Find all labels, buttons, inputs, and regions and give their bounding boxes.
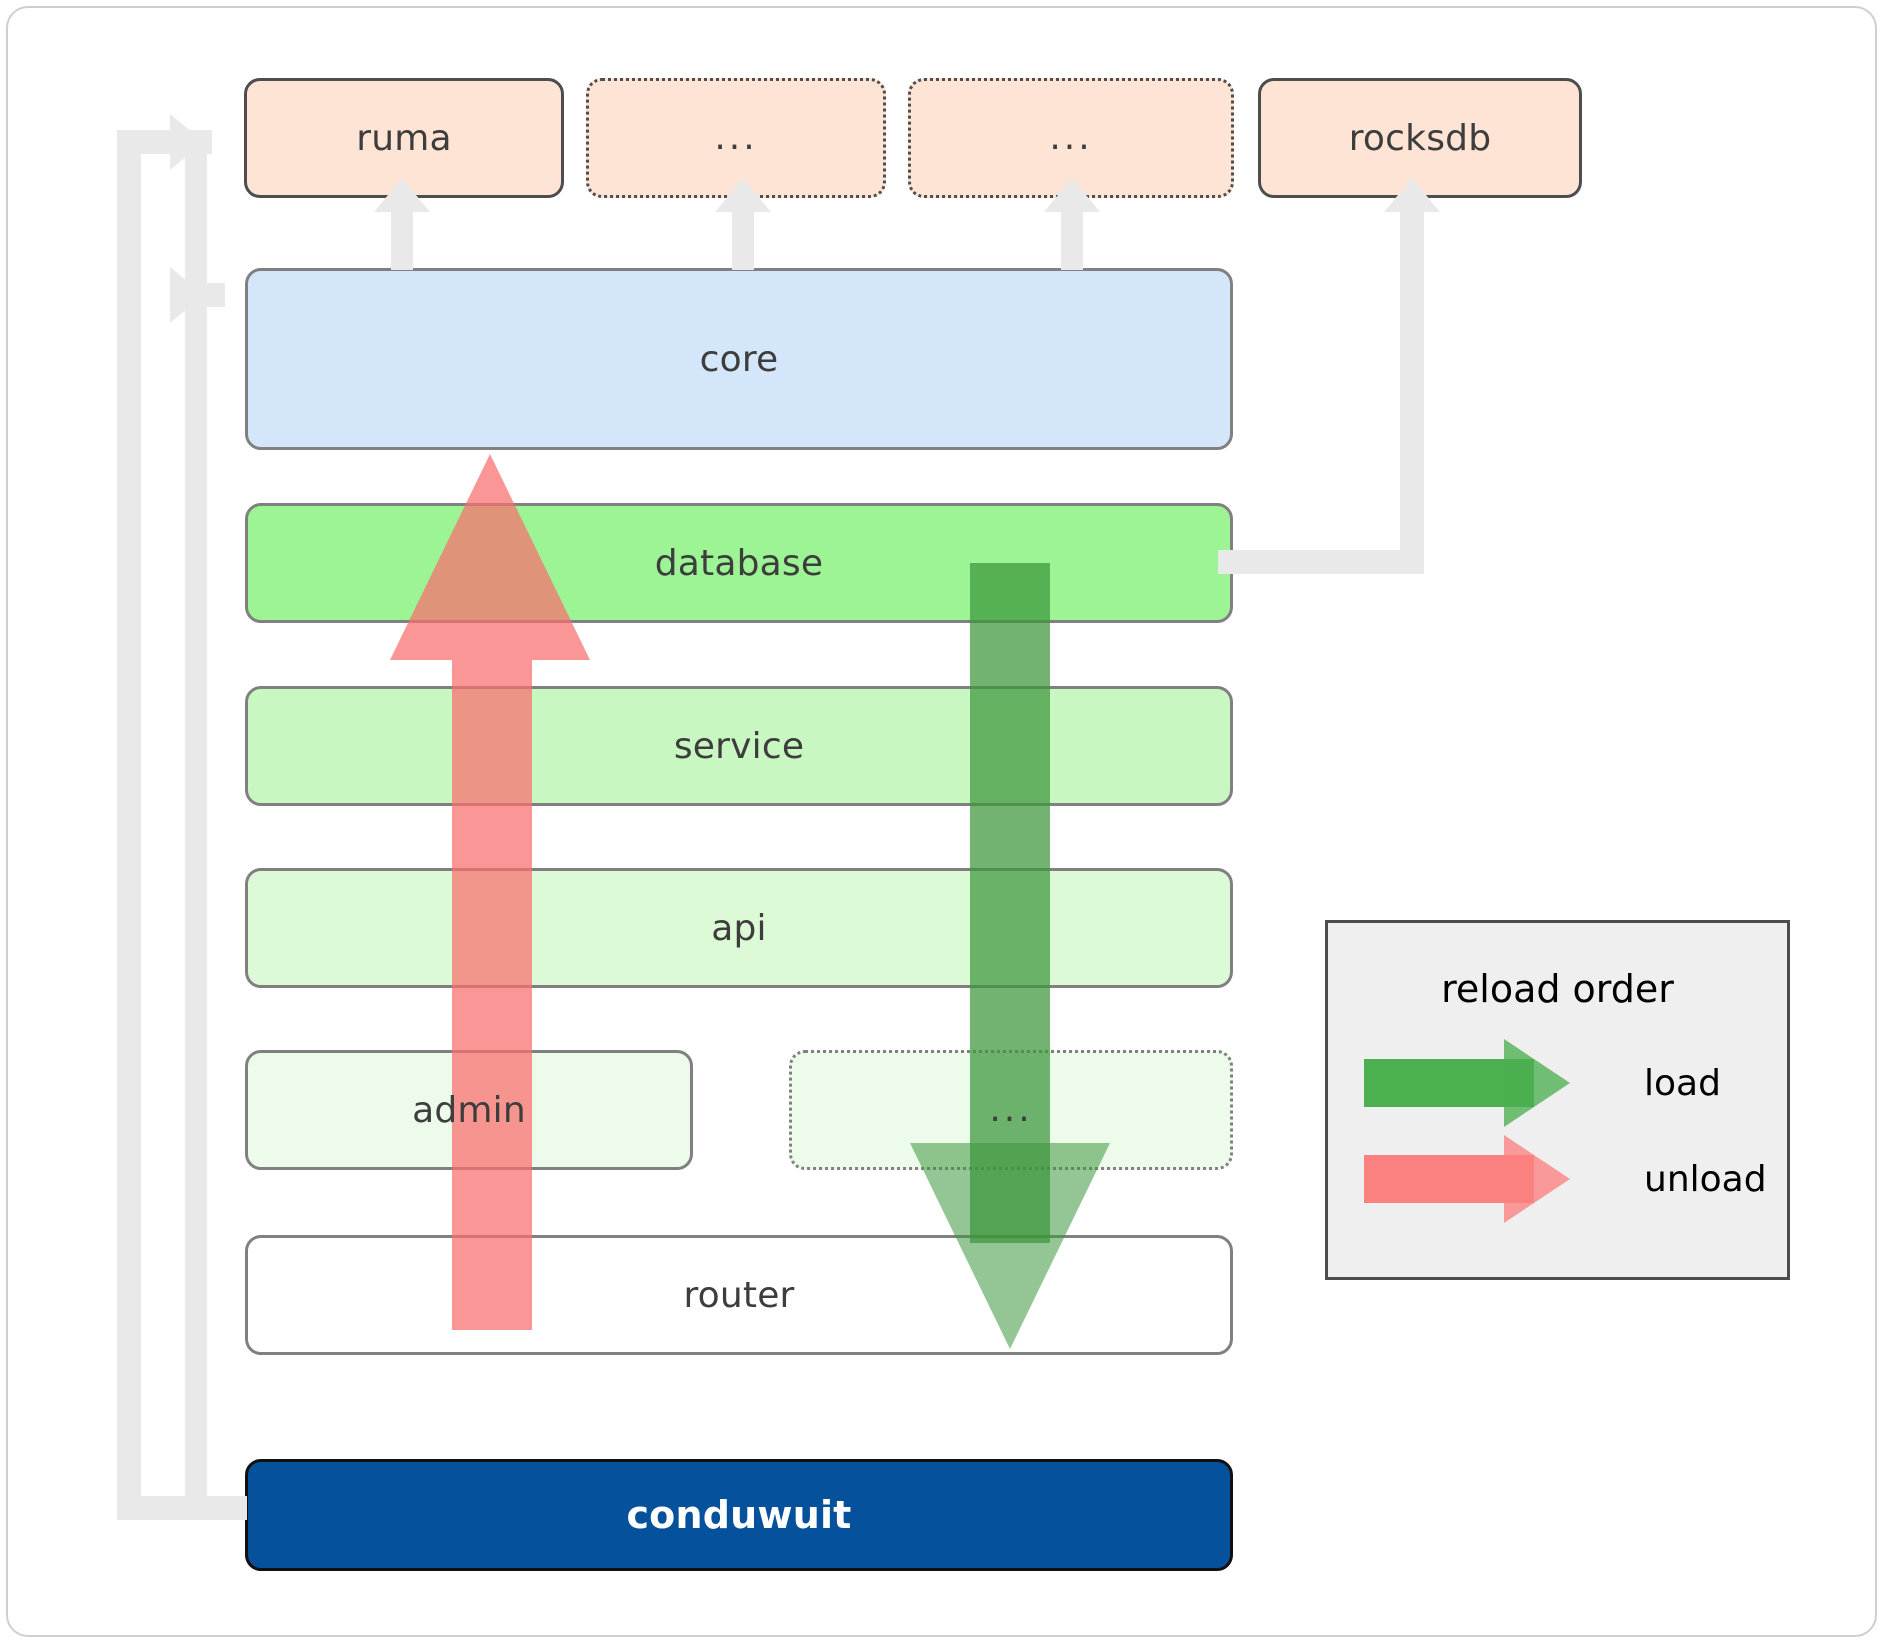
binary-label-conduwuit: conduwuit — [626, 1493, 852, 1537]
legend-swatch-unload — [1364, 1135, 1570, 1223]
connector-to-core-arrowhead — [170, 267, 204, 323]
dependency-label-ruma: ruma — [356, 117, 452, 159]
flow-load-arrowhead — [910, 1143, 1110, 1349]
legend-label-unload: unload — [1644, 1158, 1767, 1200]
connector-core-to-ruma-shaft — [391, 200, 413, 270]
legend-item-unload: unload — [1364, 1135, 1767, 1223]
flow-arrow-load — [900, 563, 1110, 1353]
binary-box-conduwuit[interactable]: conduwuit — [245, 1459, 1233, 1571]
legend-panel: reload order load unload — [1325, 920, 1790, 1280]
legend-title: reload order — [1441, 967, 1674, 1011]
legend-label-load: load — [1644, 1062, 1721, 1104]
legend-item-load: load — [1364, 1039, 1721, 1127]
layer-box-core[interactable]: core — [245, 268, 1233, 450]
layer-label-core: core — [699, 338, 779, 380]
connector-core-to-ruma-arrowhead — [374, 178, 430, 212]
layer-box-api[interactable]: api — [245, 868, 1233, 988]
dependency-label-more-1: ... — [714, 117, 758, 159]
legend-arrowhead-load — [1504, 1039, 1570, 1127]
dependency-label-more-2: ... — [1049, 117, 1093, 159]
layer-label-router: router — [683, 1274, 795, 1316]
connector-database-to-rocksdb-arrowhead — [1384, 178, 1440, 212]
legend-arrowhead-unload — [1504, 1135, 1570, 1223]
flow-unload-shaft — [452, 660, 532, 1330]
layer-label-service: service — [673, 725, 805, 767]
connector-core-to-dep2-arrowhead — [1044, 178, 1100, 212]
connector-core-spine-vertical — [185, 142, 207, 1520]
connector-conduwuit-spine-bottom — [117, 1496, 247, 1520]
layer-label-admin: admin — [412, 1089, 526, 1131]
layer-label-more: ... — [989, 1089, 1033, 1131]
connector-database-to-rocksdb-horizontal — [1218, 550, 1424, 574]
dependency-label-rocksdb: rocksdb — [1348, 117, 1492, 159]
connector-conduwuit-spine-vertical — [117, 130, 141, 1520]
flow-unload-arrowhead — [390, 454, 590, 660]
legend-swatch-load — [1364, 1039, 1570, 1127]
layer-box-service[interactable]: service — [245, 686, 1233, 806]
connector-core-to-dep1-arrowhead — [715, 178, 771, 212]
flow-arrow-unload — [390, 454, 590, 1330]
layer-label-api: api — [711, 907, 767, 949]
flow-load-shaft — [970, 563, 1050, 1243]
connector-database-to-rocksdb-vertical — [1400, 200, 1424, 574]
layer-label-database: database — [654, 542, 824, 584]
connector-core-to-dep2-shaft — [1061, 200, 1083, 270]
connector-core-to-dep1-shaft — [732, 200, 754, 270]
